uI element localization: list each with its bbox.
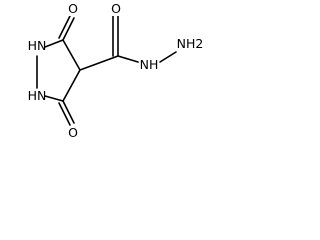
ring-carbonyl-bonds (58, 15, 75, 126)
hydrazide-nh-label: NH (140, 57, 159, 72)
oxygen-label-bottom: O (68, 125, 78, 140)
bond-n-n (159, 51, 177, 63)
chemical-structure: O O O HN HN NH NH2 (28, 1, 204, 140)
bond-c5-o-b (58, 102, 71, 126)
bond-c3-c4 (62, 39, 81, 71)
nh2-label: NH2 (177, 36, 204, 51)
bond-n1-c3 (44, 39, 64, 48)
bond-c4-c6 (79, 55, 119, 71)
hydrazide-bonds (79, 15, 177, 71)
ring-nh-label-bottom: HN (28, 88, 47, 103)
oxygen-label-carbonyl: O (111, 1, 121, 16)
ring-nh-label-top: HN (28, 38, 47, 53)
atom-labels: O O O HN HN NH NH2 (28, 1, 204, 140)
oxygen-label-top: O (68, 1, 78, 16)
bond-c3-o-a (62, 17, 75, 41)
bond-c5-n2 (44, 95, 64, 102)
bond-c6-n (117, 55, 139, 63)
bond-c5-o-a (62, 100, 75, 124)
ring-bonds (36, 39, 81, 102)
bond-c4-c5 (62, 69, 81, 102)
bond-c3-o-b (58, 15, 71, 39)
